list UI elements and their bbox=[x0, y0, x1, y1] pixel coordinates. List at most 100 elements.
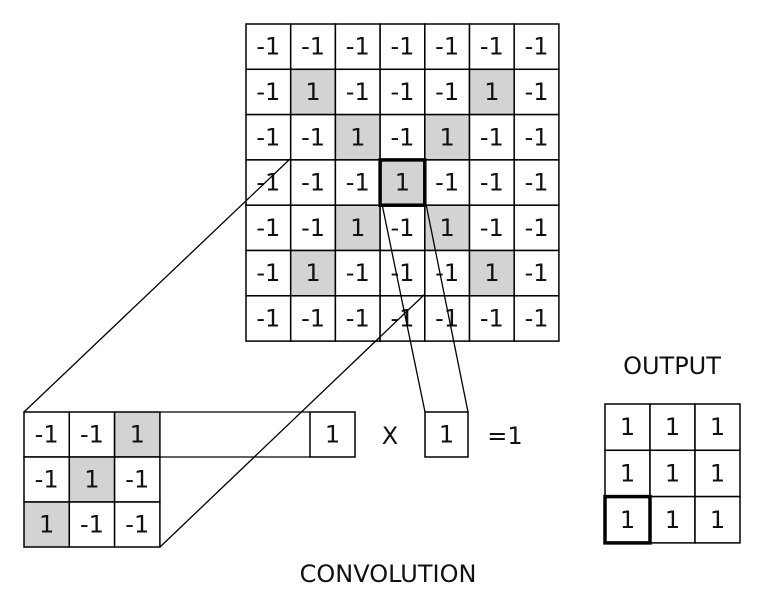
input-cell-value: -1 bbox=[525, 214, 549, 242]
input-cell-value: -1 bbox=[390, 123, 414, 151]
input-cell-value: -1 bbox=[346, 259, 370, 287]
input-cell bbox=[289, 159, 337, 206]
input-cell-value: -1 bbox=[525, 304, 549, 332]
equals-result: =1 bbox=[487, 422, 522, 450]
input-cell bbox=[334, 113, 381, 161]
output-cell-value: 1 bbox=[665, 413, 680, 441]
input-cell-value: -1 bbox=[390, 259, 414, 287]
input-cell-value: -1 bbox=[435, 304, 459, 332]
input-cell bbox=[245, 23, 292, 71]
input-cell bbox=[513, 68, 560, 116]
input-cell bbox=[334, 68, 381, 116]
input-cell bbox=[334, 204, 381, 252]
filter-cell-value: -1 bbox=[35, 466, 59, 494]
input-cell-value: -1 bbox=[390, 78, 414, 106]
input-cell-value: -1 bbox=[256, 123, 280, 151]
output-cell bbox=[694, 449, 741, 498]
filter-cell-value: -1 bbox=[35, 421, 59, 449]
input-cell-value: -1 bbox=[256, 304, 280, 332]
output-cell bbox=[649, 449, 696, 498]
input-cell-value: -1 bbox=[390, 304, 414, 332]
input-cell-value: -1 bbox=[346, 169, 370, 197]
input-cell-value: -1 bbox=[256, 33, 280, 61]
input-cell-value: -1 bbox=[525, 123, 549, 151]
input-cell-value: -1 bbox=[301, 214, 325, 242]
connector-line bbox=[23, 158, 291, 413]
input-cell bbox=[289, 113, 337, 161]
output-cell-value: 1 bbox=[620, 413, 635, 441]
filter-cell bbox=[68, 411, 116, 458]
filter-cell bbox=[113, 501, 161, 548]
input-cell-value: -1 bbox=[256, 78, 280, 106]
filter-cell-value: 1 bbox=[39, 511, 54, 539]
output-cell bbox=[604, 495, 651, 544]
output-cell-value: 1 bbox=[620, 506, 635, 534]
input-cell-value: -1 bbox=[256, 214, 280, 242]
input-cell-value: -1 bbox=[346, 304, 370, 332]
input-cell-value: 1 bbox=[305, 78, 320, 106]
output-cell bbox=[604, 403, 651, 452]
input-cell-value: 1 bbox=[305, 259, 320, 287]
output-label: OUTPUT bbox=[623, 352, 721, 380]
filter-element-value: 1 bbox=[325, 421, 340, 449]
input-cell-value: 1 bbox=[440, 214, 455, 242]
input-cell bbox=[289, 295, 337, 342]
input-cell-value: -1 bbox=[525, 33, 549, 61]
input-grid: -1 -1 -1 -1 -1 -1 -1 -1 1 -1 -1 -1 1 -1 -1 -1 1 -1 1 -1 -1 -1… bbox=[245, 23, 560, 342]
connector-line bbox=[425, 203, 469, 413]
input-cell-value: -1 bbox=[301, 123, 325, 151]
input-element-box bbox=[424, 411, 469, 458]
input-cell bbox=[424, 68, 471, 116]
connector-line bbox=[381, 203, 426, 413]
input-cell-value: -1 bbox=[435, 169, 459, 197]
input-cell-value: 1 bbox=[350, 214, 365, 242]
filter-cell bbox=[23, 501, 71, 548]
input-cell-value: -1 bbox=[256, 259, 280, 287]
output-cell-value: 1 bbox=[710, 506, 725, 534]
filter-cell-value: -1 bbox=[125, 466, 149, 494]
filter-element-box bbox=[309, 411, 356, 458]
filter-cell-value: -1 bbox=[125, 511, 149, 539]
input-cell bbox=[245, 295, 292, 342]
input-cell bbox=[468, 295, 515, 342]
input-cell bbox=[513, 113, 560, 161]
input-cell-value: 1 bbox=[350, 123, 365, 151]
input-cell-value: -1 bbox=[435, 33, 459, 61]
input-cell-value: -1 bbox=[525, 78, 549, 106]
input-cell-value: -1 bbox=[301, 169, 325, 197]
input-cell-value: 1 bbox=[484, 259, 499, 287]
input-cell-value: -1 bbox=[480, 33, 504, 61]
input-cell bbox=[245, 249, 292, 297]
input-cell bbox=[468, 249, 515, 297]
input-cell-value: -1 bbox=[480, 169, 504, 197]
filter-cell-value: -1 bbox=[80, 511, 104, 539]
output-cell-value: 1 bbox=[710, 459, 725, 487]
input-cell-value: -1 bbox=[525, 169, 549, 197]
input-cell-value: 1 bbox=[484, 78, 499, 106]
filter-cell bbox=[68, 456, 116, 503]
filter-cell-value: 1 bbox=[84, 466, 99, 494]
input-cell bbox=[468, 159, 515, 206]
input-cell-value: -1 bbox=[525, 259, 549, 287]
filter-cell bbox=[113, 411, 161, 458]
output-cell-value: 1 bbox=[665, 506, 680, 534]
input-cell-value: -1 bbox=[435, 259, 459, 287]
input-cell-value: -1 bbox=[480, 214, 504, 242]
input-cell-value: -1 bbox=[301, 304, 325, 332]
input-cell bbox=[289, 249, 337, 297]
input-cell bbox=[245, 68, 292, 116]
input-cell-value: -1 bbox=[390, 214, 414, 242]
output-selected-border bbox=[603, 494, 652, 545]
input-cell-value: -1 bbox=[256, 169, 280, 197]
output-cell bbox=[649, 403, 696, 452]
input-cell-value: 1 bbox=[395, 169, 410, 197]
input-cell-value: -1 bbox=[480, 123, 504, 151]
input-cell-value: -1 bbox=[346, 78, 370, 106]
input-element-value: 1 bbox=[439, 421, 454, 449]
output-cell-value: 1 bbox=[665, 459, 680, 487]
input-cell bbox=[424, 113, 471, 161]
connector-line bbox=[159, 293, 426, 548]
filter-cell-value: 1 bbox=[130, 421, 145, 449]
